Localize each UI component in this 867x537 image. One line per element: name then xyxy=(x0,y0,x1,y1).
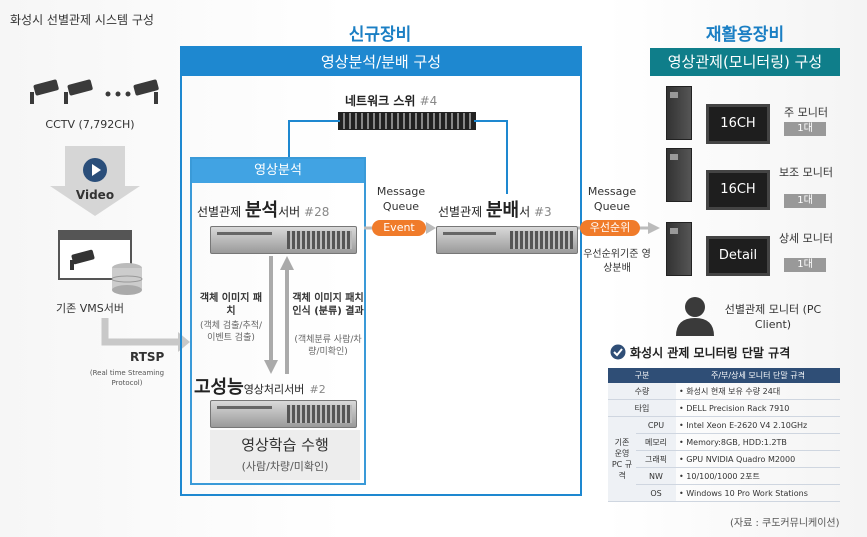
vms-label: 기존 VMS서버 xyxy=(56,302,124,315)
user-icon xyxy=(676,297,714,336)
spec-header-row: 구분 주/부/상세 모니터 단말 규격 xyxy=(608,368,840,383)
cctv-label: CCTV (7,792CH) xyxy=(45,118,135,131)
patch-up-title: 객체 이미지 패치 인식 (분류) 결과 xyxy=(292,293,364,317)
hp-server-label: 고성능영상처리서버 #2 xyxy=(194,377,326,398)
monitor-2-screen: 16CH xyxy=(706,170,770,210)
analysis-updown-arrows xyxy=(264,256,294,374)
monitor-2-name: 보조 모니터 xyxy=(778,166,834,179)
mq1-event-pill: Event xyxy=(372,220,426,236)
spec-header-category: 구분 xyxy=(608,368,676,383)
priority-note: 우선순위기준 영상분배 xyxy=(583,249,651,274)
switch-label: 네트워크 스위 #4 xyxy=(345,94,438,108)
analysis-server xyxy=(210,226,357,254)
table-row: 타입 • DELL Precision Rack 7910 xyxy=(608,399,840,417)
patch-up-sub: (객체분류 사람/차량/미확인) xyxy=(294,335,362,357)
cctv-camera-icons xyxy=(30,79,159,104)
monitor-1-name: 주 모니터 xyxy=(784,106,828,119)
rtsp-arrow xyxy=(101,318,190,352)
new-equipment-banner: 영상분석/분배 구성 xyxy=(182,48,580,76)
database-icon xyxy=(111,263,143,295)
new-equipment-heading: 신규장비 xyxy=(348,25,412,45)
monitor-3-name: 상세 모니터 xyxy=(778,232,834,245)
monitor-2-qty: 1대 xyxy=(784,194,826,208)
mq1-label: Message Queue xyxy=(376,185,426,213)
learning-box xyxy=(210,430,360,480)
learning-sub: (사람/차량/미확인) xyxy=(241,460,329,473)
video-label: Video xyxy=(75,188,115,202)
switch-line-left xyxy=(288,120,340,122)
table-row: 수량 • 화성시 현재 보유 수량 24대 xyxy=(608,383,840,400)
table-row: 메모리 • Memory:8GB, HDD:1.2TB xyxy=(608,433,840,451)
new-equipment-frame xyxy=(180,46,582,496)
vms-camera-icon xyxy=(70,249,95,270)
mq2-priority-pill: 우선순위 xyxy=(580,220,640,236)
switch-line-right-drop xyxy=(506,120,508,194)
monitor-3-qty: 1대 xyxy=(784,258,826,272)
monitor-1-qty: 1대 xyxy=(784,122,826,136)
distribution-server xyxy=(436,226,578,254)
analysis-box-title: 영상분석 xyxy=(192,159,364,183)
pc-tower-2 xyxy=(666,148,692,202)
check-circle-icon xyxy=(610,344,626,360)
spec-group-label: 기존 운영 PC 규격 xyxy=(608,416,636,502)
switch-line-right xyxy=(474,120,508,122)
pc-tower-3 xyxy=(666,222,692,276)
mq2-label: Message Queue xyxy=(587,185,637,213)
dist-server-label: 선별관제 분배서 #3 xyxy=(438,200,552,221)
analysis-server-label: 선별관제 분석서버 #28 xyxy=(197,200,330,221)
spec-header-spec: 주/부/상세 모니터 단말 규격 xyxy=(676,368,840,383)
reused-equipment-banner: 영상관제(모니터링) 구성 xyxy=(650,48,840,76)
diagram-title: 화성시 선별관제 시스템 구성 xyxy=(10,13,154,27)
pc-tower-1 xyxy=(666,86,692,140)
learning-title: 영상학습 수행 xyxy=(241,436,329,454)
network-switch xyxy=(338,112,476,130)
patch-down-sub: (객체 검출/추적/ 이벤트 검출) xyxy=(199,321,263,343)
monitor-3-screen: Detail xyxy=(706,236,770,276)
source-note: (자료 : 쿠도커뮤니케이션) xyxy=(730,518,840,529)
analysis-box xyxy=(190,157,366,485)
spec-table: 구분 주/부/상세 모니터 단말 규격 수량 • 화성시 현재 보유 수량 24… xyxy=(608,368,840,502)
rtsp-label: RTSP xyxy=(130,350,165,364)
spec-title: 화성시 관제 모니터링 단말 규격 xyxy=(630,346,791,360)
table-row: 그래픽 • GPU NVIDIA Quadro M2000 xyxy=(608,450,840,468)
table-row: 기존 운영 PC 규격 CPU • Intel Xeon E-2620 V4 2… xyxy=(608,416,840,502)
rtsp-sub-label: (Real time Streaming Protocol) xyxy=(89,369,165,387)
hp-server xyxy=(210,400,357,428)
reused-equipment-heading: 재활용장비 xyxy=(705,25,785,45)
client-label: 선별관제 모니터 (PC Client) xyxy=(724,303,822,331)
patch-down-title: 객체 이미지 패치 xyxy=(199,293,263,317)
play-icon xyxy=(83,158,107,182)
monitor-1-screen: 16CH xyxy=(706,104,770,144)
table-row: NW • 10/100/1000 2포트 xyxy=(608,467,840,485)
switch-line-left-drop xyxy=(288,120,290,158)
table-row: OS • Windows 10 Pro Work Stations xyxy=(608,484,840,502)
